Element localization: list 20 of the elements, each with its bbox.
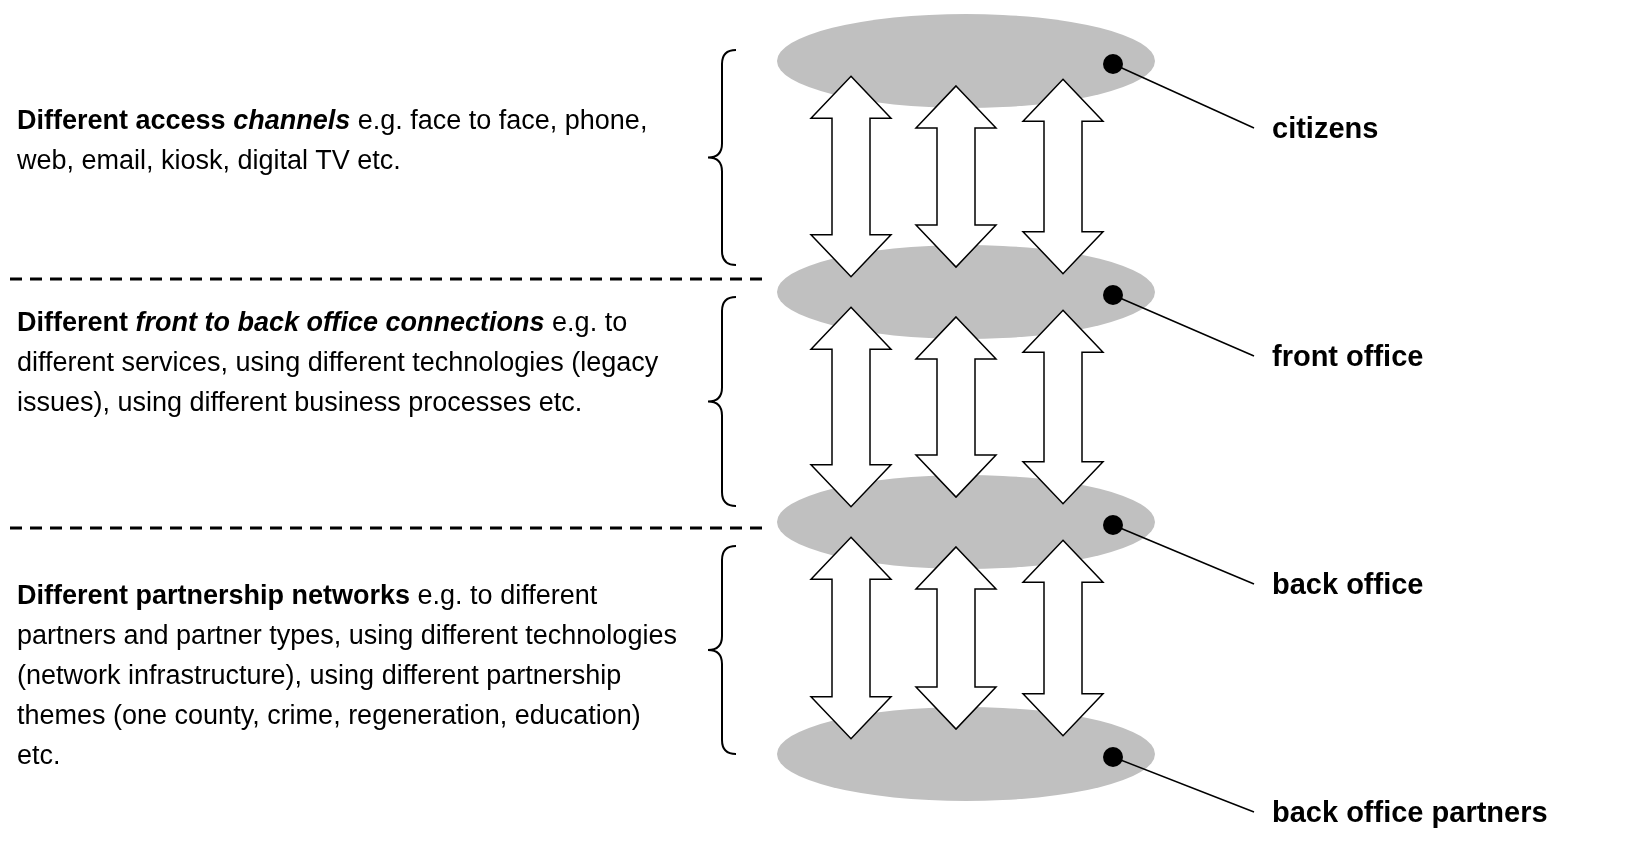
description-text: Different partnership networks e.g. to different partners and partner types, using different technologies (network infrastructure), using different partnership themes (one county, crime, regeneration, education) etc. [17,579,677,772]
description-text: Different access channels e.g. face to face, phone, web, email, kiosk, digital TV etc. [17,104,649,177]
double-arrow [914,315,998,499]
leader-line [1103,747,1255,813]
double-arrow [1021,539,1105,737]
layer-label: back office partners [1272,795,1548,830]
double-arrow [914,84,998,269]
description-text: Different front to back office connections e.g. to different services, using different technologies (legacy issues), using different business processes etc. [17,306,660,419]
leader-line [1103,285,1255,357]
layer-label: back office [1272,567,1424,602]
double-arrow [809,75,893,278]
double-arrow [914,545,998,731]
leader-line [1103,515,1255,585]
leader-line [1103,54,1255,129]
double-arrow [809,306,893,508]
layer-label: front office [1272,339,1424,374]
double-arrow [809,536,893,740]
double-arrow [1021,309,1105,505]
double-arrow [1021,78,1105,275]
layer-label: citizens [1272,111,1379,146]
